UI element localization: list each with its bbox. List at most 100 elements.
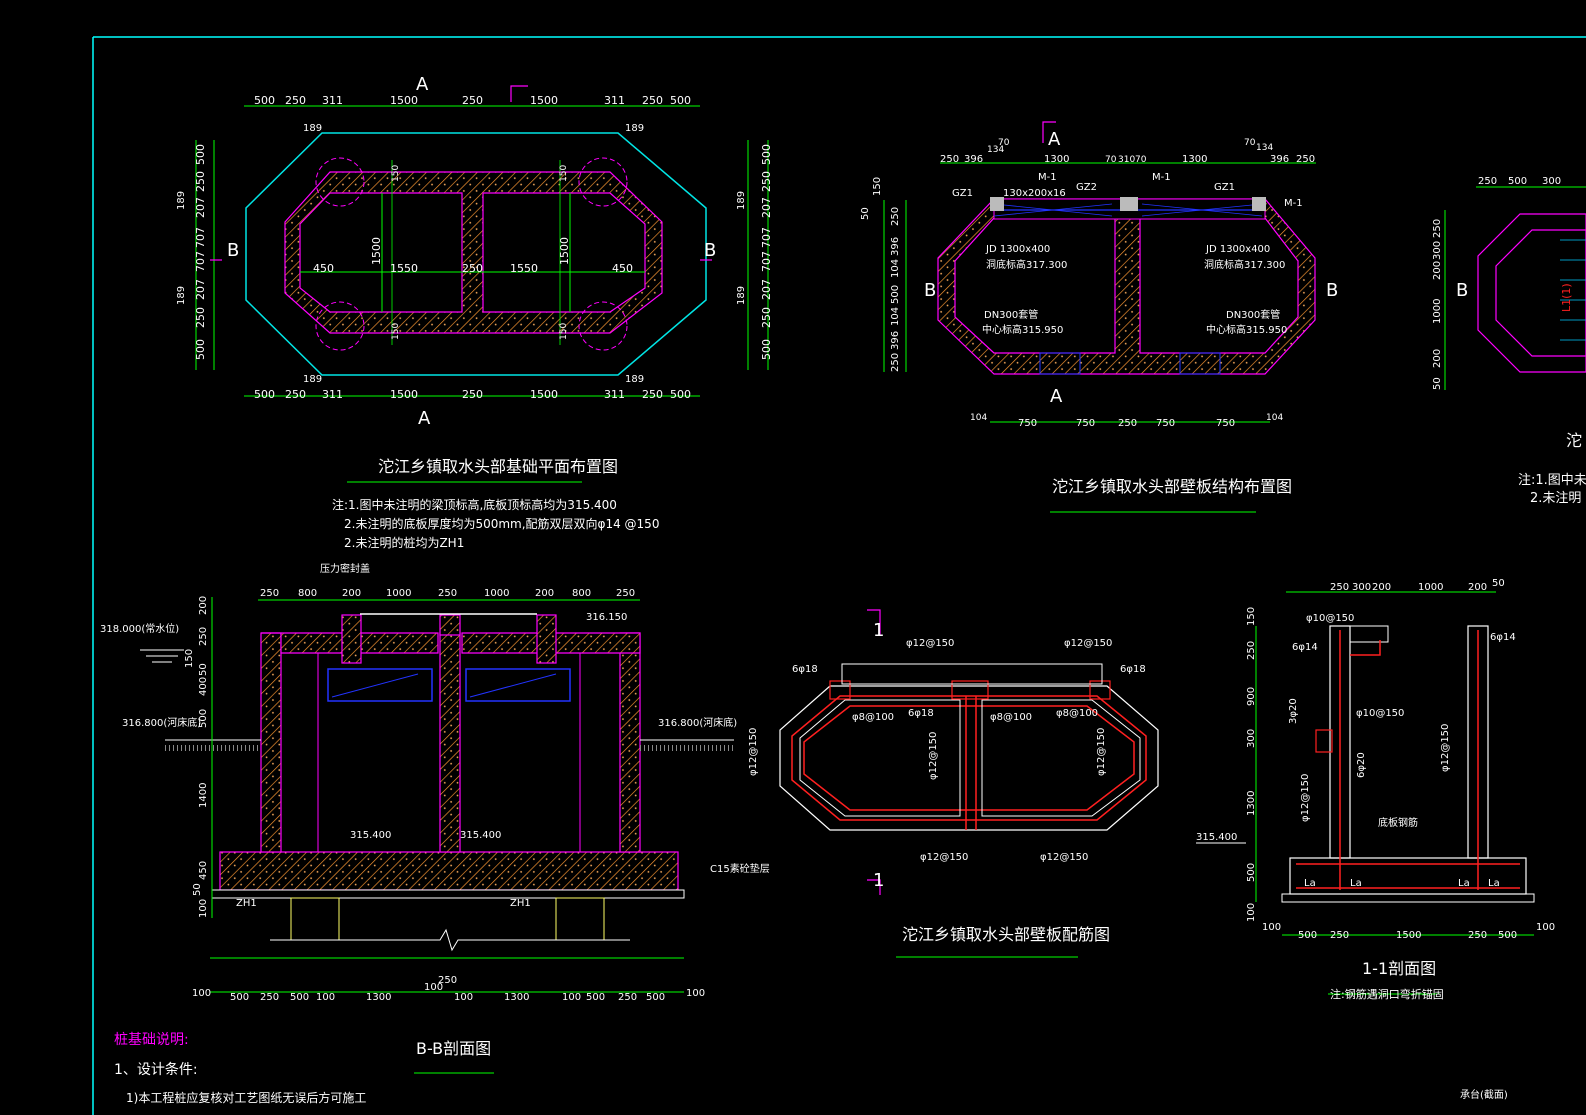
foundation-note-1: 注:1.图中未注明的梁顶标高,底板顶标高均为315.400 <box>332 497 617 512</box>
svg-text:500: 500 <box>1508 176 1527 187</box>
svg-text:311: 311 <box>604 94 625 107</box>
svg-text:50: 50 <box>192 883 203 896</box>
svg-text:注:1.图中未注: 注:1.图中未注 <box>1518 473 1586 488</box>
svg-text:La: La <box>1488 878 1500 889</box>
svg-text:100: 100 <box>424 982 443 993</box>
svg-text:250: 250 <box>1330 582 1349 593</box>
svg-text:1000: 1000 <box>1418 582 1443 593</box>
svg-text:φ8@100: φ8@100 <box>852 712 894 723</box>
svg-text:6φ20: 6φ20 <box>1356 752 1367 778</box>
svg-text:1: 1 <box>873 870 884 891</box>
svg-text:250: 250 <box>616 588 635 599</box>
rebar-plan <box>779 609 1159 958</box>
svg-text:750: 750 <box>1076 418 1095 429</box>
svg-text:M-1: M-1 <box>1284 198 1303 209</box>
svg-text:φ12@150: φ12@150 <box>1096 728 1107 776</box>
svg-text:707: 707 <box>194 251 207 272</box>
notes-item-1: 1、设计条件: <box>114 1061 198 1078</box>
svg-text:100: 100 <box>454 992 473 1003</box>
svg-text:250: 250 <box>194 171 207 192</box>
svg-text:250: 250 <box>438 975 457 986</box>
svg-text:50: 50 <box>1432 377 1443 390</box>
foundation-notes: 桩基础说明: 1、设计条件: 1)本工程桩应复核对工艺图纸无误后方可施工 <box>114 1031 366 1105</box>
svg-text:φ12@150: φ12@150 <box>1440 724 1451 772</box>
svg-text:250: 250 <box>462 94 483 107</box>
svg-text:311: 311 <box>604 388 625 401</box>
svg-text:315.400: 315.400 <box>350 830 391 841</box>
svg-text:70: 70 <box>998 138 1010 148</box>
svg-text:250: 250 <box>260 992 279 1003</box>
svg-text:250: 250 <box>618 992 637 1003</box>
svg-text:1500: 1500 <box>558 237 571 265</box>
svg-text:150: 150 <box>559 323 569 340</box>
svg-text:250: 250 <box>194 307 207 328</box>
svg-text:800: 800 <box>572 588 591 599</box>
svg-text:318.000(常水位): 318.000(常水位) <box>100 622 179 635</box>
svg-text:3φ20: 3φ20 <box>1288 698 1299 724</box>
svg-text:100: 100 <box>1262 922 1281 933</box>
svg-text:311: 311 <box>322 94 343 107</box>
svg-text:50: 50 <box>198 663 209 676</box>
svg-text:1300: 1300 <box>1044 154 1069 165</box>
svg-text:φ10@150: φ10@150 <box>1306 613 1354 624</box>
svg-text:6φ14: 6φ14 <box>1292 642 1318 653</box>
section-11-title: 1-1剖面图 <box>1362 959 1436 978</box>
svg-text:150: 150 <box>391 323 401 340</box>
wall-structure-plan-title: 沱江乡镇取水头部壁板结构布置图 <box>1052 477 1292 496</box>
svg-text:50: 50 <box>1492 578 1505 589</box>
svg-text:300: 300 <box>1432 241 1443 260</box>
svg-text:70: 70 <box>1105 155 1117 165</box>
svg-text:6φ14: 6φ14 <box>1490 632 1516 643</box>
svg-text:250: 250 <box>438 588 457 599</box>
section-11-labels: 250 300 200 1000 200 50 150 250 900 300 … <box>1196 578 1555 1101</box>
svg-text:310: 310 <box>1118 155 1135 165</box>
svg-text:1500: 1500 <box>530 388 558 401</box>
svg-text:500: 500 <box>1246 863 1257 882</box>
svg-text:500: 500 <box>670 94 691 107</box>
svg-text:500: 500 <box>890 285 901 304</box>
svg-text:250: 250 <box>940 154 959 165</box>
svg-text:750: 750 <box>1216 418 1235 429</box>
svg-text:洞底标高317.300: 洞底标高317.300 <box>986 258 1067 271</box>
svg-text:100: 100 <box>198 899 209 918</box>
notes-heading: 桩基础说明: <box>114 1031 189 1048</box>
svg-text:104: 104 <box>970 413 987 423</box>
svg-text:70: 70 <box>1135 155 1147 165</box>
svg-text:中心标高315.950: 中心标高315.950 <box>982 323 1063 336</box>
svg-text:189: 189 <box>625 123 644 134</box>
section-11 <box>1196 591 1535 995</box>
svg-text:104: 104 <box>890 259 901 278</box>
svg-text:315.400: 315.400 <box>1196 832 1237 843</box>
svg-text:250: 250 <box>462 262 483 275</box>
svg-text:沱: 沱 <box>1566 431 1582 450</box>
svg-text:150: 150 <box>872 177 883 196</box>
svg-text:104: 104 <box>1266 413 1283 423</box>
svg-text:DN300套管: DN300套管 <box>984 308 1038 321</box>
svg-text:φ12@150: φ12@150 <box>920 852 968 863</box>
svg-text:M-1: M-1 <box>1152 172 1171 183</box>
svg-text:250: 250 <box>1118 418 1137 429</box>
svg-text:承台(截面): 承台(截面) <box>1460 1088 1508 1101</box>
svg-text:中心标高315.950: 中心标高315.950 <box>1206 323 1287 336</box>
svg-text:189: 189 <box>303 123 322 134</box>
svg-text:300: 300 <box>1352 582 1371 593</box>
svg-text:450: 450 <box>198 861 209 880</box>
svg-text:1550: 1550 <box>510 262 538 275</box>
wall-structure-plan <box>883 121 1316 513</box>
svg-text:B: B <box>1456 280 1468 301</box>
svg-text:250: 250 <box>1330 930 1349 941</box>
right-partial-labels: B 250 500 300 250 300 200 1000 200 50 L1… <box>1432 176 1586 506</box>
svg-text:150: 150 <box>559 165 569 182</box>
foundation-note-3: 2.未注明的桩均为ZH1 <box>344 535 464 550</box>
svg-text:207: 207 <box>194 197 207 218</box>
svg-text:250: 250 <box>1468 930 1487 941</box>
svg-text:洞底标高317.300: 洞底标高317.300 <box>1204 258 1285 271</box>
svg-text:315.400: 315.400 <box>460 830 501 841</box>
svg-text:6φ18: 6φ18 <box>792 664 818 675</box>
svg-text:200: 200 <box>1372 582 1391 593</box>
svg-text:130x200x16: 130x200x16 <box>1003 188 1066 199</box>
right-partial-plan <box>1444 186 1586 390</box>
svg-text:φ12@150: φ12@150 <box>928 732 939 780</box>
svg-text:200: 200 <box>1432 349 1443 368</box>
svg-text:压力密封盖: 压力密封盖 <box>320 562 370 575</box>
